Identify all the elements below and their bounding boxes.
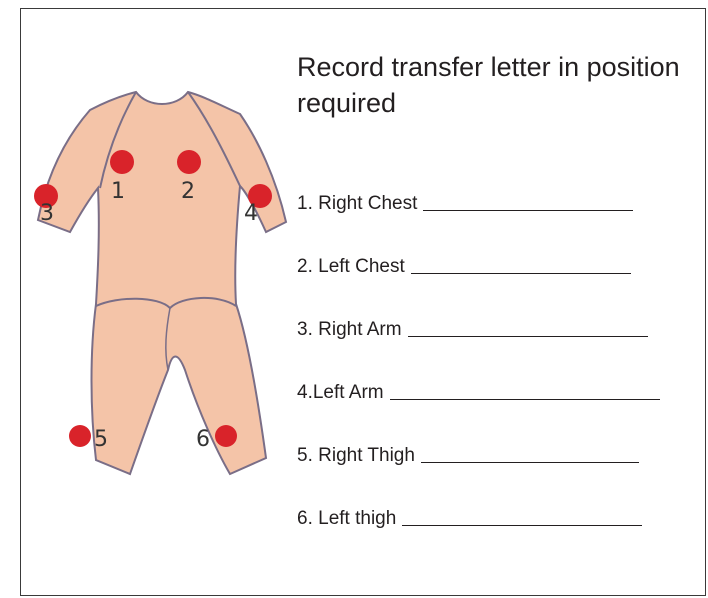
position-row-left-thigh: 6. Left thigh [297, 467, 687, 530]
position-row-right-chest: 1. Right Chest [297, 152, 687, 215]
position-label: 5. Right Thigh [297, 445, 415, 467]
position-row-left-chest: 2. Left Chest [297, 215, 687, 278]
instruction-title: Record transfer letter in position requi… [297, 49, 687, 121]
position-list: 1. Right Chest 2. Left Chest 3. Right Ar… [297, 152, 687, 530]
position-row-right-arm: 3. Right Arm [297, 278, 687, 341]
position-number-2: 2 [181, 179, 195, 204]
answer-blank-left-chest[interactable] [411, 255, 631, 274]
position-number-6: 6 [196, 427, 210, 452]
suit-outline [38, 92, 286, 474]
position-row-right-thigh: 5. Right Thigh [297, 404, 687, 467]
position-number-1: 1 [111, 179, 125, 204]
marker-left-thigh [215, 425, 237, 447]
position-label: 3. Right Arm [297, 319, 402, 341]
answer-blank-left-arm[interactable] [390, 381, 660, 400]
position-label: 4.Left Arm [297, 382, 384, 404]
answer-blank-right-arm[interactable] [408, 318, 648, 337]
marker-right-chest [110, 150, 134, 174]
body-suit-illustration: 1 2 3 4 5 6 [18, 80, 288, 490]
position-row-left-arm: 4.Left Arm [297, 341, 687, 404]
answer-blank-right-thigh[interactable] [421, 444, 639, 463]
position-number-5: 5 [94, 427, 108, 452]
position-number-4: 4 [244, 201, 258, 226]
marker-right-thigh [69, 425, 91, 447]
answer-blank-right-chest[interactable] [423, 192, 633, 211]
position-label: 2. Left Chest [297, 256, 405, 278]
position-number-3: 3 [40, 201, 54, 226]
body-suit-diagram: 1 2 3 4 5 6 [18, 80, 288, 490]
answer-blank-left-thigh[interactable] [402, 507, 642, 526]
position-label: 6. Left thigh [297, 508, 396, 530]
marker-left-chest [177, 150, 201, 174]
position-label: 1. Right Chest [297, 193, 417, 215]
